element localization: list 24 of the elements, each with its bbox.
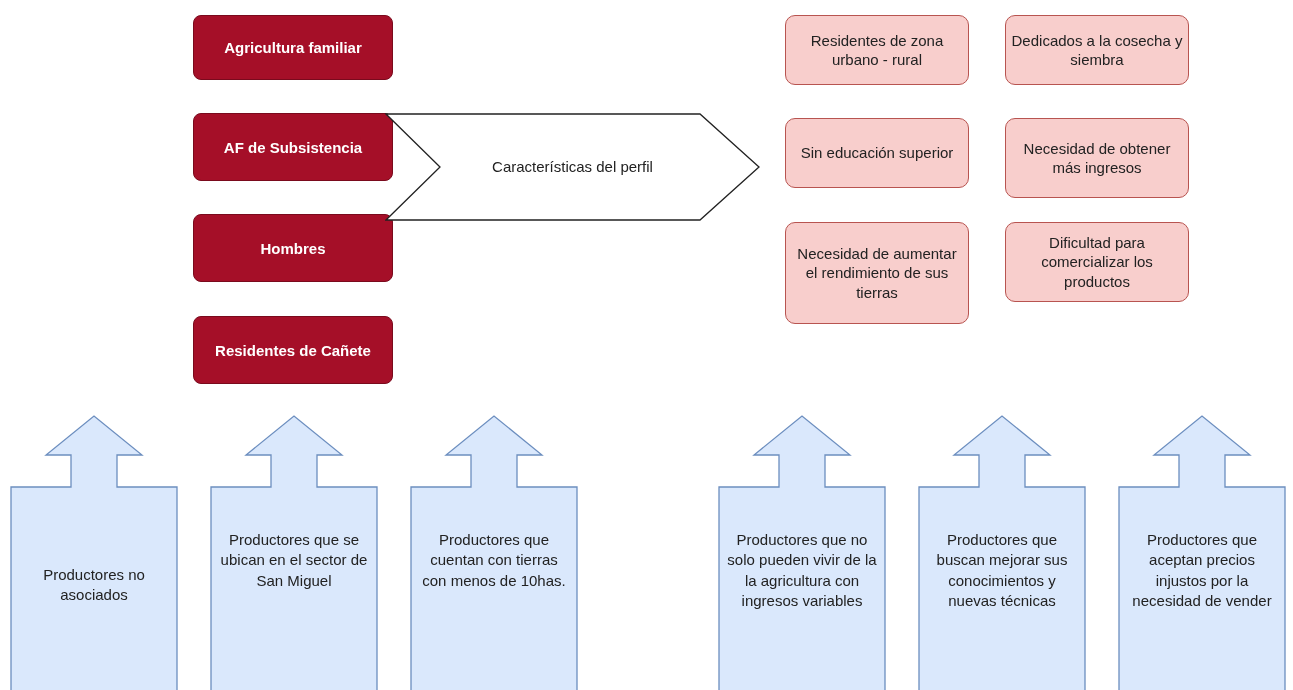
up-arrow-box (918, 415, 1086, 690)
arrow-box-text: Productores no asociados (42, 565, 146, 606)
profile-box: Agricultura familiar (193, 15, 393, 80)
profile-box: Sin educación superior (785, 118, 969, 188)
up-arrow-box (718, 415, 886, 690)
up-arrow-box (10, 415, 178, 690)
arrow-box-text: Productores que buscan mejorar sus conocimientos y nuevas técnicas (935, 530, 1069, 611)
up-arrow-box (410, 415, 578, 690)
up-arrow-box (1118, 415, 1286, 690)
chevron-label: Características del perfil (492, 156, 653, 177)
chevron-shape (385, 113, 760, 221)
profile-box: Residentes de Cañete (193, 316, 393, 384)
profile-box: Necesidad de aumentar el rendimiento de sus tierras (785, 222, 969, 324)
arrow-box-text: Productores que se ubican en el sector de San Miguel (219, 530, 369, 591)
profile-box: AF de Subsistencia (193, 113, 393, 181)
arrow-box-text: Productores que no solo pueden vivir de la la agricultura con ingresos variables (726, 530, 878, 611)
profile-box: Residentes de zona urbano - rural (785, 15, 969, 85)
arrow-box-text: Productores que aceptan precios injustos por la necesidad de vender (1131, 530, 1273, 611)
profile-box: Dificultad para comercializar los productos (1005, 222, 1189, 302)
up-arrow-box (210, 415, 378, 690)
profile-box: Necesidad de obtener más ingresos (1005, 118, 1189, 198)
profile-box: Dedicados a la cosecha y siembra (1005, 15, 1189, 85)
arrow-box-text: Productores que cuentan con tierras con menos de 10has. (421, 530, 567, 591)
profile-box: Hombres (193, 214, 393, 282)
